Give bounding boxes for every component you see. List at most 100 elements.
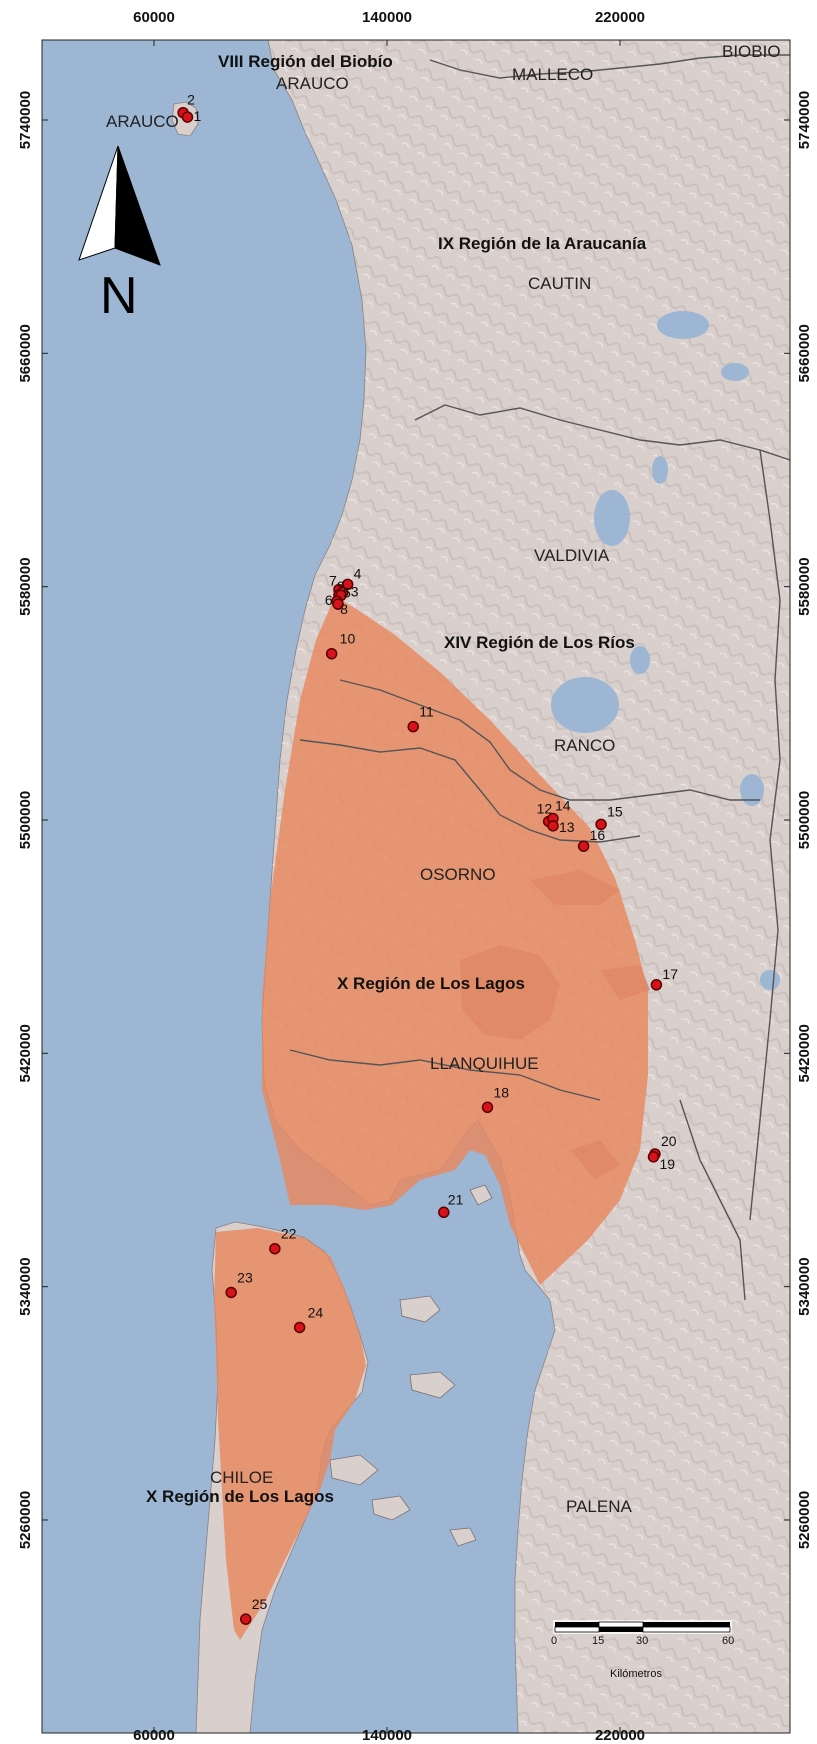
site-label-24: 24	[308, 1304, 324, 1320]
y-tick-label-left: 5420000	[17, 1024, 34, 1082]
north-arrow: N	[78, 145, 161, 325]
site-marker-18	[481, 1101, 494, 1114]
site-marker-4	[341, 578, 354, 591]
x-tick-label-top: 60000	[133, 9, 175, 26]
map-labels: VIII Región del Biobío IX Región de la A…	[106, 42, 781, 1516]
province-label-valdivia: VALDIVIA	[534, 546, 610, 565]
site-label-23: 23	[237, 1269, 253, 1285]
map-frame	[41, 39, 791, 1734]
site-label-9: 9	[337, 578, 345, 594]
y-tick-label-left: 5260000	[17, 1491, 34, 1549]
y-tick-label-left: 5340000	[17, 1257, 34, 1315]
region-label-araucania: IX Región de la Araucanía	[438, 234, 647, 253]
site-marker-21	[438, 1206, 450, 1219]
scale-segment-lower-1	[554, 1626, 600, 1633]
admin-boundaries	[289, 54, 790, 1301]
site-label-15: 15	[607, 803, 623, 819]
site-label-8: 8	[340, 601, 348, 617]
site-marker-24	[293, 1321, 306, 1334]
site-label-3: 3	[351, 583, 359, 599]
region-label-los-rios: XIV Región de Los Ríos	[444, 633, 635, 652]
scale-tick-15: 15	[592, 1635, 604, 1647]
site-marker-15	[595, 818, 607, 831]
scale-segment-lower-2	[599, 1627, 643, 1632]
site-label-21: 21	[448, 1191, 464, 1207]
gulf-islands	[329, 1184, 493, 1547]
province-label-malleco: MALLECO	[512, 65, 593, 84]
x-tick-label-bottom: 220000	[595, 1727, 645, 1744]
region-label-los-lagos-chiloe: X Región de Los Lagos	[146, 1487, 334, 1506]
site-marker-22	[269, 1242, 281, 1255]
site-marker-17	[650, 979, 663, 991]
site-marker-23	[225, 1286, 237, 1299]
site-marker-19	[647, 1151, 660, 1163]
y-tick-label-right: 5580000	[796, 557, 813, 615]
y-tick-label-left: 5500000	[17, 791, 34, 849]
scale-bar: 0 15 30 60 Kilómetros	[551, 1620, 734, 1680]
site-label-7: 7	[329, 573, 337, 589]
site-label-4: 4	[354, 565, 362, 581]
site-label-20: 20	[661, 1133, 677, 1149]
scale-segment-1	[555, 1622, 599, 1627]
y-tick-label-right: 5340000	[796, 1257, 813, 1315]
region-label-los-lagos: X Región de Los Lagos	[337, 974, 525, 993]
site-label-22: 22	[281, 1226, 297, 1242]
site-label-2: 2	[187, 92, 195, 108]
site-label-1: 1	[193, 108, 201, 124]
scale-tick-0: 0	[551, 1635, 557, 1647]
site-label-14: 14	[555, 798, 571, 814]
scale-unit: Kilómetros	[610, 1668, 662, 1680]
y-tick-label-left: 5580000	[17, 557, 34, 615]
y-tick-label-right: 5660000	[796, 324, 813, 382]
province-label-cautin: CAUTIN	[528, 274, 591, 293]
x-tick-label-top: 220000	[595, 9, 645, 26]
site-marker-10	[325, 647, 338, 660]
site-marker-11	[407, 720, 419, 733]
province-label-biobio: BIOBIO	[722, 42, 781, 61]
lakes	[328, 249, 780, 990]
scale-segment-2	[598, 1621, 644, 1628]
province-label-arauco-island: ARAUCO	[106, 112, 179, 131]
province-label-arauco-top: ARAUCO	[276, 74, 349, 93]
site-label-6: 6	[325, 592, 333, 608]
site-label-5: 5	[343, 584, 351, 600]
scale-segment-3	[643, 1622, 730, 1627]
y-tick-label-right: 5260000	[796, 1491, 813, 1549]
site-marker-1	[181, 111, 194, 123]
site-marker-8	[332, 598, 344, 610]
site-label-17: 17	[662, 966, 678, 982]
province-label-llanquihue: LLANQUIHUE	[430, 1054, 539, 1073]
y-tick-label-right: 5740000	[796, 91, 813, 149]
site-label-19: 19	[659, 1156, 675, 1172]
x-tick-label-bottom: 140000	[362, 1727, 412, 1744]
y-tick-label-right: 5420000	[796, 1024, 813, 1082]
province-label-chiloe: CHILOE	[210, 1468, 273, 1487]
x-tick-label-bottom: 60000	[133, 1727, 175, 1744]
study-area-hull-chiloe	[214, 1228, 366, 1640]
site-marker-16	[577, 840, 590, 852]
study-area-hulls	[214, 596, 648, 1640]
study-area-hull-mainland	[262, 596, 648, 1285]
site-label-12: 12	[537, 800, 553, 816]
site-label-25: 25	[252, 1596, 268, 1612]
province-label-osorno: OSORNO	[420, 865, 496, 884]
y-tick-label-left: 5660000	[17, 324, 34, 382]
y-tick-label-left: 5740000	[17, 91, 34, 149]
y-tick-label-right: 5500000	[796, 791, 813, 849]
site-marker-25	[239, 1613, 252, 1625]
north-arrow-letter: N	[100, 267, 138, 325]
y-axis-ticks: 5740000 5740000 5660000 5660000 5580000 55800…	[17, 91, 813, 1549]
site-label-16: 16	[590, 827, 606, 843]
province-label-ranco: RANCO	[554, 736, 615, 755]
site-label-10: 10	[340, 631, 356, 647]
scale-segment-lower-3	[642, 1626, 731, 1633]
site-label-18: 18	[493, 1084, 509, 1100]
scale-tick-30: 30	[636, 1635, 648, 1647]
region-label-biobio: VIII Región del Biobío	[218, 52, 393, 71]
site-label-11: 11	[419, 704, 434, 720]
scale-tick-60: 60	[722, 1635, 734, 1647]
